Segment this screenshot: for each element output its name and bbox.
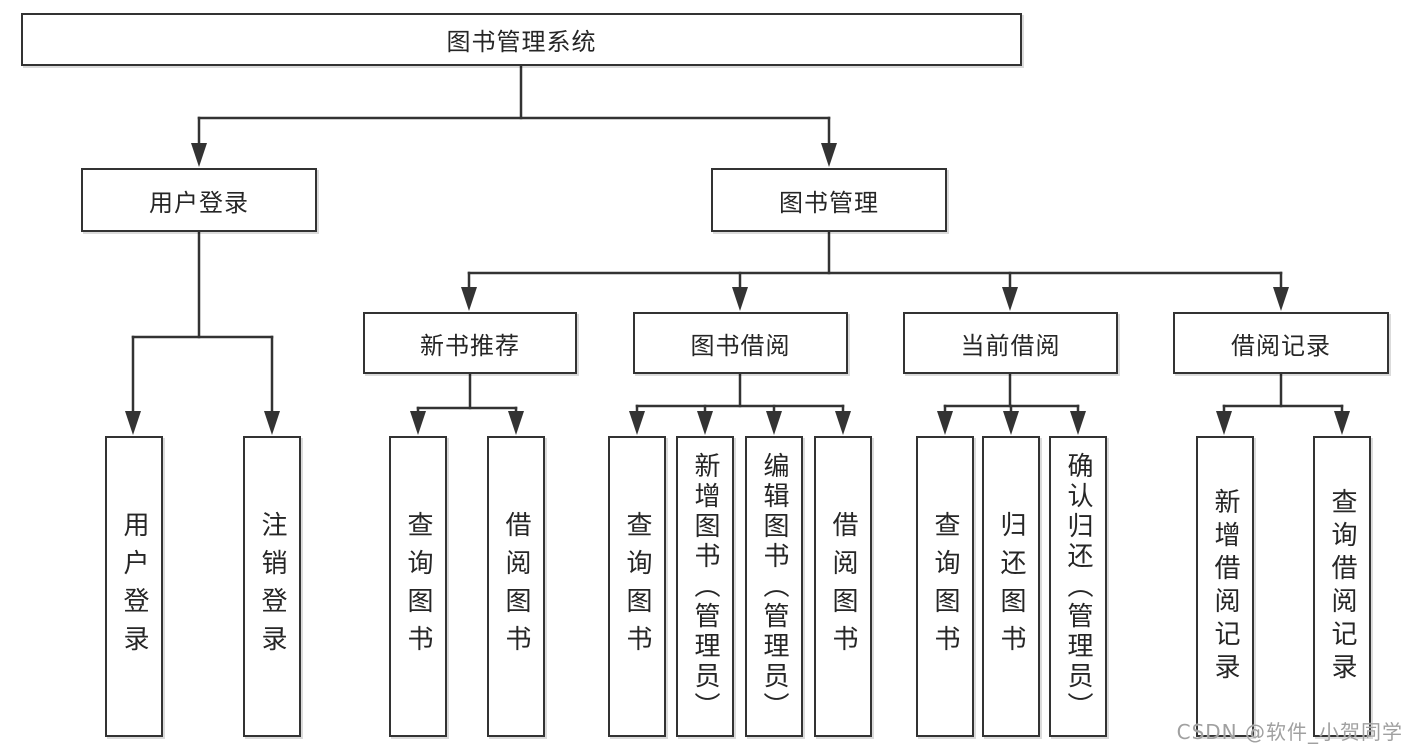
node-book-borrow: 图书借阅 <box>633 312 848 374</box>
leaf-query-books-borrow: 查询图书 <box>608 436 666 737</box>
leaf-label: 注销登录 <box>257 510 287 663</box>
connector-book-management-to-level3 <box>461 230 1289 311</box>
leaf-label: 归还图书 <box>996 510 1026 663</box>
node-label: 用户登录 <box>149 188 249 217</box>
leaf-label: 编辑图书（管理员） <box>759 451 789 722</box>
node-borrow-records: 借阅记录 <box>1173 312 1389 374</box>
connector-user-login-to-children <box>125 230 280 435</box>
leaf-user-login: 用户登录 <box>105 436 163 737</box>
leaf-label: 借阅图书 <box>828 510 858 663</box>
connector-book-borrow-to-children <box>629 372 851 435</box>
node-new-book-recommend: 新书推荐 <box>363 312 577 374</box>
leaf-label: 查询借阅记录 <box>1327 487 1357 686</box>
node-book-management: 图书管理 <box>711 168 947 232</box>
leaf-label: 查询图书 <box>622 510 652 663</box>
node-root-label: 图书管理系统 <box>446 28 597 56</box>
leaf-label: 新增图书（管理员） <box>690 451 720 722</box>
connector-current-borrow-to-children <box>937 372 1086 435</box>
connector-borrow-records-to-children <box>1216 372 1350 435</box>
node-current-borrow: 当前借阅 <box>903 312 1118 374</box>
connector-new-book-recommend-to-children <box>410 372 524 435</box>
node-label: 借阅记录 <box>1231 331 1331 360</box>
node-label: 图书管理 <box>779 188 879 217</box>
watermark: CSDN @软件_小贺同学 <box>1176 720 1403 744</box>
leaf-edit-book-admin: 编辑图书（管理员） <box>745 436 803 737</box>
leaf-query-books-current: 查询图书 <box>916 436 974 737</box>
node-root: 图书管理系统 <box>21 13 1022 66</box>
leaf-logout: 注销登录 <box>243 436 301 737</box>
leaf-label: 查询图书 <box>930 510 960 663</box>
leaf-label: 新增借阅记录 <box>1210 487 1240 686</box>
node-user-login: 用户登录 <box>81 168 317 232</box>
leaf-confirm-return-admin: 确认归还（管理员） <box>1049 436 1107 737</box>
node-label: 当前借阅 <box>960 331 1061 360</box>
leaf-label: 确认归还（管理员） <box>1063 451 1093 722</box>
leaf-query-borrow-record: 查询借阅记录 <box>1313 436 1371 737</box>
leaf-query-books-recommend: 查询图书 <box>389 436 447 737</box>
leaf-label: 借阅图书 <box>501 510 531 663</box>
connector-root-to-level2 <box>191 64 837 167</box>
leaf-borrow-books-recommend: 借阅图书 <box>487 436 545 737</box>
leaf-add-borrow-record: 新增借阅记录 <box>1196 436 1254 737</box>
leaf-add-book-admin: 新增图书（管理员） <box>676 436 734 737</box>
leaf-borrow-books: 借阅图书 <box>814 436 872 737</box>
node-label: 图书借阅 <box>690 331 791 360</box>
leaf-label: 查询图书 <box>403 510 433 663</box>
node-label: 新书推荐 <box>420 331 520 360</box>
leaf-label: 用户登录 <box>119 510 149 663</box>
leaf-return-books: 归还图书 <box>982 436 1040 737</box>
